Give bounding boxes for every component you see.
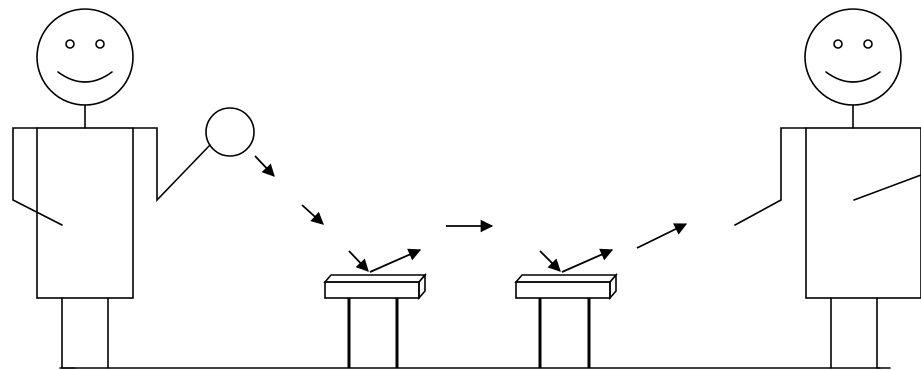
left-person-eye	[65, 39, 75, 49]
pedestal-1-front-face	[324, 281, 420, 299]
right-person-head	[804, 8, 902, 106]
left-person-mouth	[57, 71, 113, 83]
pedestal-2-top-face	[514, 274, 618, 283]
right-person-leg	[876, 297, 891, 369]
right-person-eye	[833, 39, 843, 49]
left-person-eye	[95, 39, 105, 49]
ball	[205, 107, 255, 157]
arrow-ball-out-1	[254, 155, 275, 177]
arrow-out-of-pedestal-1	[369, 248, 422, 273]
arrow-into-pedestal-1	[348, 250, 369, 272]
arrow-toward-right-person	[636, 223, 688, 249]
pedestal-2-front-face	[515, 281, 611, 299]
arrow-out-of-pedestal-2	[561, 248, 614, 273]
left-person-body	[36, 127, 134, 299]
right-person-body	[805, 127, 921, 299]
pedestal-1-side-face	[418, 272, 426, 301]
left-person	[12, 8, 211, 369]
pedestal-1	[323, 272, 427, 368]
right-person-arm	[734, 127, 807, 226]
left-person-head	[36, 8, 134, 106]
pedestal-2-side-face	[609, 272, 617, 301]
right-person-arm	[853, 174, 921, 201]
right-person	[734, 8, 921, 369]
pedestal-1-top-face	[323, 274, 427, 283]
arrow-into-pedestal-2	[539, 250, 561, 272]
arrow-ball-out-2	[301, 204, 324, 225]
pedestal-2	[514, 272, 618, 368]
left-person-arm	[12, 127, 63, 226]
right-person-eye	[863, 39, 873, 49]
left-person-arm	[132, 127, 211, 202]
right-person-mouth	[825, 71, 881, 83]
left-person-leg	[61, 297, 76, 369]
